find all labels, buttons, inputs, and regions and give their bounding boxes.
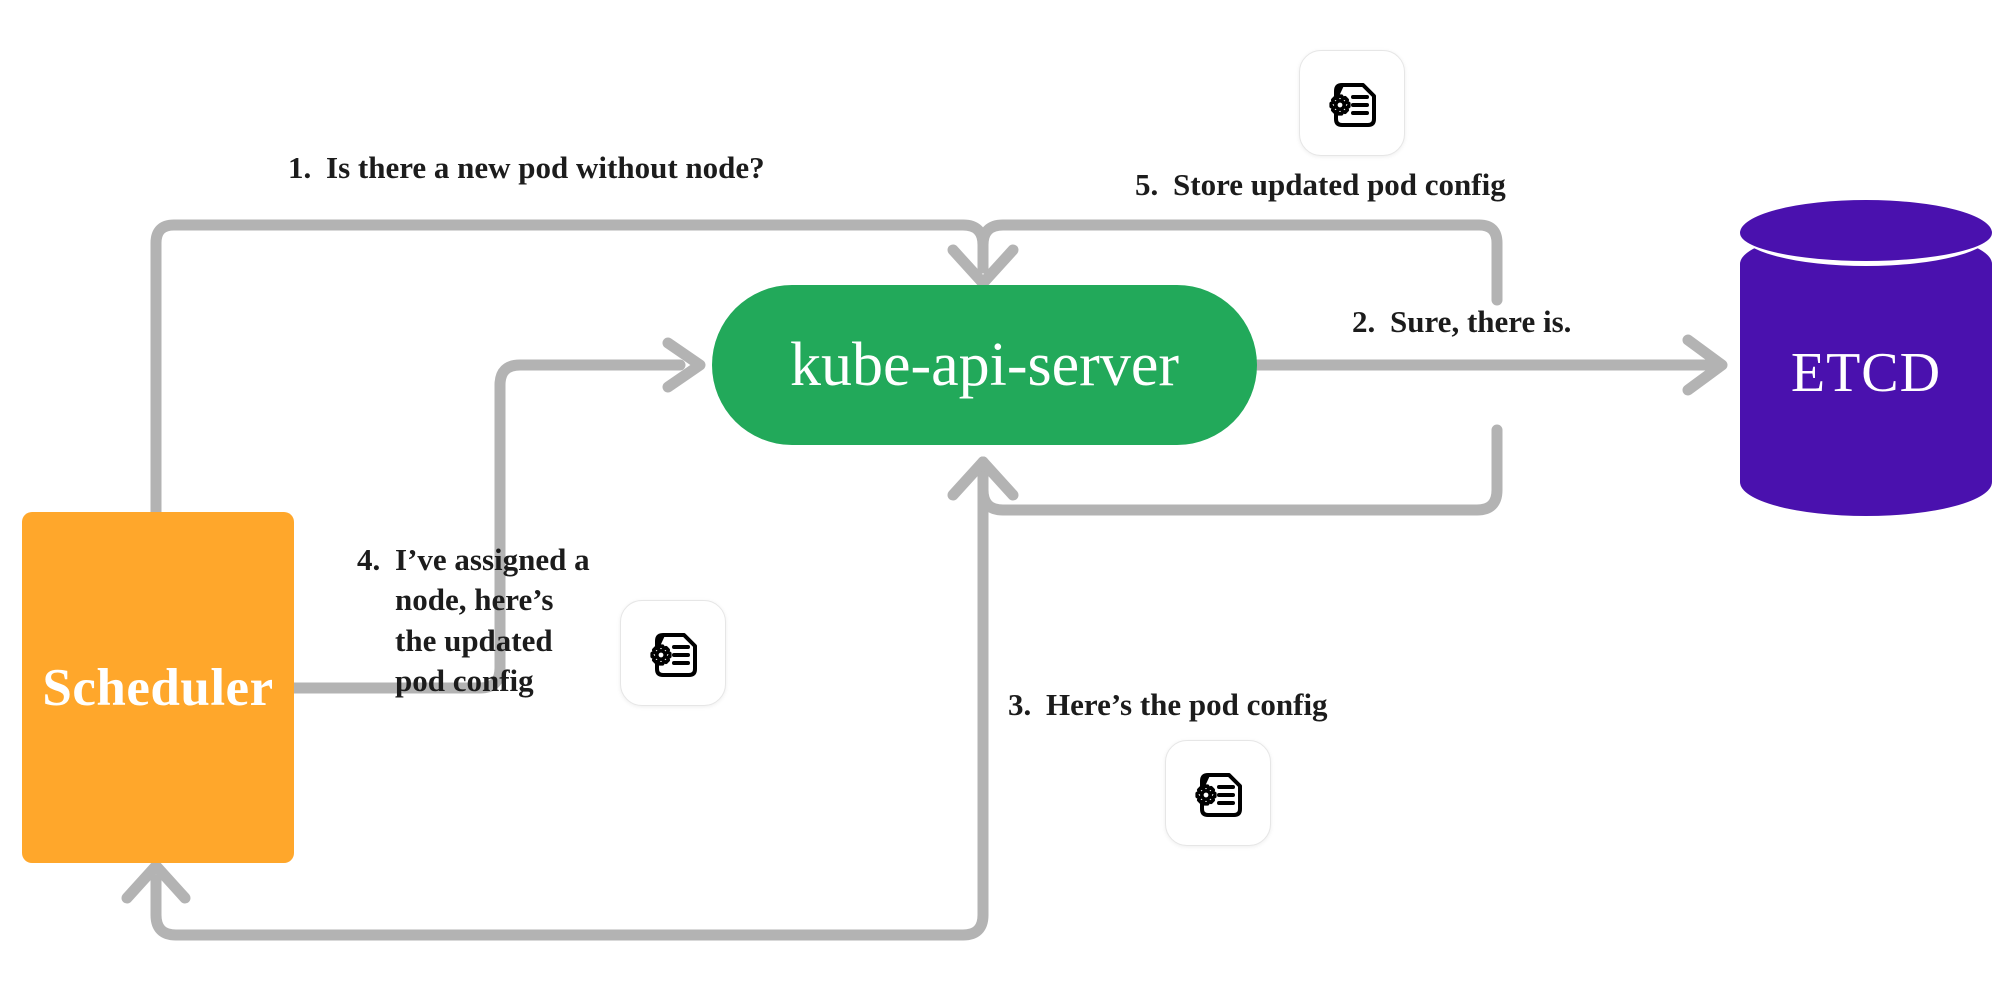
pod-config-icon bbox=[1195, 773, 1242, 817]
step-label-4: 4. I’ve assigned a node, here’s the upda… bbox=[357, 540, 600, 701]
pod-config-icon bbox=[650, 633, 697, 677]
arrowhead-apiserver-top bbox=[947, 244, 1019, 289]
step-2-text: Sure, there is. bbox=[1390, 304, 1572, 339]
arrowhead-apiserver-bottom bbox=[947, 456, 1019, 501]
pod-config-icon-card-step-5 bbox=[1299, 50, 1405, 156]
etcd-cylinder-top bbox=[1740, 200, 1992, 266]
step-4-number: 4. bbox=[357, 542, 381, 577]
step-label-1: 1. Is there a new pod without node? bbox=[288, 148, 765, 188]
step-1-text: Is there a new pod without node? bbox=[326, 150, 765, 185]
step-5-text: Store updated pod config bbox=[1173, 167, 1506, 202]
step-2-number: 2. bbox=[1352, 304, 1376, 339]
step-label-2: 2. Sure, there is. bbox=[1352, 302, 1571, 342]
pod-config-icon-card-step-3 bbox=[1165, 740, 1271, 846]
node-kube-api-server-label: kube-api-server bbox=[789, 330, 1179, 399]
connector-step-3 bbox=[150, 456, 989, 941]
node-etcd[interactable]: ETCD bbox=[1740, 200, 1992, 546]
arrowhead-scheduler-bottom bbox=[121, 860, 191, 904]
step-3-number: 3. bbox=[1008, 687, 1032, 722]
step-label-3: 3. Here’s the pod config bbox=[1008, 685, 1328, 725]
connector-step-4 bbox=[288, 359, 686, 694]
step-label-5: 5. Store updated pod config bbox=[1135, 165, 1506, 205]
step-3-text: Here’s the pod config bbox=[1046, 687, 1328, 722]
node-kube-api-server[interactable]: kube-api-server bbox=[712, 285, 1257, 445]
node-etcd-label: ETCD bbox=[1790, 342, 1942, 404]
etcd-cylinder-body bbox=[1740, 230, 1992, 516]
step-1-number: 1. bbox=[288, 150, 312, 185]
arrowhead-etcd-left bbox=[1682, 334, 1728, 396]
step-4-text: I’ve assigned a node, here’s the updated… bbox=[395, 542, 590, 698]
node-scheduler-label: Scheduler bbox=[42, 658, 274, 717]
pod-config-icon-card-step-4 bbox=[620, 600, 726, 706]
connector-step-5-into-apiserver bbox=[977, 219, 1503, 306]
pod-config-icon bbox=[1329, 83, 1376, 127]
arrowhead-apiserver-left bbox=[662, 337, 706, 393]
step-5-number: 5. bbox=[1135, 167, 1159, 202]
node-scheduler[interactable]: Scheduler bbox=[22, 512, 294, 863]
